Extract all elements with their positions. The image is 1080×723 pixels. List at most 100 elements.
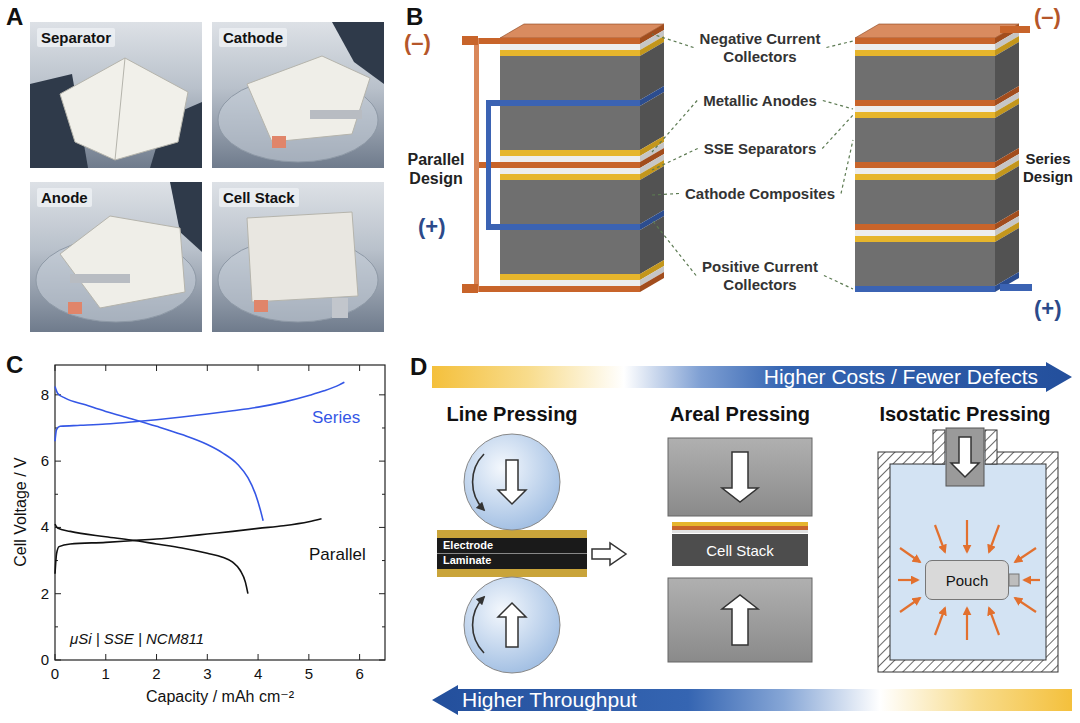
cell-stack-illustration	[500, 162, 640, 168]
cell-stack-illustration	[855, 44, 995, 50]
leader-line	[652, 220, 696, 276]
chart	[379, 593, 385, 594]
photo	[212, 182, 384, 332]
chart	[379, 394, 385, 395]
current-collector-tabs	[462, 284, 478, 293]
chart	[55, 365, 385, 660]
pressure-arrow	[989, 525, 999, 552]
cell-stack-illustration	[500, 274, 640, 280]
chart	[379, 527, 385, 528]
data-curve	[55, 519, 322, 574]
photo	[70, 274, 130, 283]
tick-label: 3	[203, 665, 211, 683]
photo-panel: Anode	[30, 182, 202, 332]
pressure-arrow	[935, 525, 945, 552]
hollow-arrow	[722, 452, 758, 502]
pressure-arrow	[900, 598, 920, 612]
cell-stack-illustration	[500, 180, 640, 224]
cell-stack-illustration	[500, 280, 640, 286]
current-collector-tabs	[476, 286, 500, 292]
cell-stack-illustration	[855, 242, 995, 286]
series-label: Series	[312, 408, 360, 428]
cell-stack-illustration	[500, 24, 664, 38]
photo	[212, 182, 384, 332]
photo-panel: Cell Stack	[212, 182, 384, 332]
cell-stack-illustration	[500, 106, 640, 150]
chart	[55, 365, 56, 371]
pouch-box: Pouch	[925, 560, 1009, 600]
photo	[30, 182, 202, 332]
current-collector-tabs	[474, 38, 479, 292]
cell-stack-illustration	[855, 100, 995, 106]
arrow-shape	[432, 685, 1072, 715]
cell-stack-illustration	[500, 168, 640, 174]
terminal-sign: (–)	[1034, 4, 1061, 30]
chart	[156, 654, 157, 660]
leader-line	[823, 101, 853, 110]
node-label: Cathode	[219, 28, 287, 47]
tick-label: 2	[41, 585, 49, 603]
photo	[254, 300, 268, 312]
hollow-arrow	[592, 543, 626, 565]
current-collector-tabs	[1000, 26, 1030, 33]
leader-line	[652, 149, 698, 171]
terminal-sign: (+)	[418, 214, 446, 240]
chart	[382, 494, 385, 495]
current-collector-tabs	[486, 100, 491, 230]
areal-pressing-illustration	[672, 522, 808, 526]
areal-pressing-illustration	[672, 526, 808, 530]
line-pressing-illustration	[437, 569, 587, 577]
chart	[258, 654, 259, 660]
cell-stack-illustration	[855, 24, 1019, 38]
leader-line	[826, 41, 853, 48]
node-label: Pouch	[940, 572, 995, 589]
current-collector-tabs	[462, 26, 1032, 293]
isostatic-pressing-illustration	[890, 464, 1046, 660]
cell-stack-illustration	[855, 106, 995, 112]
isostatic-pressing-illustration	[933, 430, 945, 464]
roller	[464, 577, 560, 673]
tick-label: 8	[41, 386, 49, 404]
photo	[30, 182, 202, 332]
leader-line	[652, 194, 679, 196]
photo	[60, 216, 185, 308]
chart	[382, 626, 385, 627]
arrow-shape	[432, 362, 1072, 392]
panel-letter: B	[406, 2, 423, 31]
areal-pressing-illustration	[668, 438, 812, 516]
cell-stack-illustration	[855, 118, 995, 162]
pressure-arrow	[1024, 579, 1040, 581]
node-label: Anode	[37, 188, 92, 207]
node-label: Electrode Laminate	[437, 538, 515, 568]
pressure-arrow	[966, 520, 968, 552]
panel-letter: D	[410, 352, 427, 381]
tick-label: 0	[41, 651, 49, 669]
data-curve	[55, 387, 263, 521]
chart	[207, 654, 208, 660]
areal-pressing-illustration	[668, 578, 812, 662]
part-label: Negative Current Collectors	[685, 30, 835, 66]
photo	[212, 22, 384, 168]
current-collector-tabs	[462, 36, 478, 45]
part-label: Positive Current Collectors	[685, 258, 835, 294]
leader-lines	[652, 34, 853, 289]
tick-label: 1	[102, 665, 110, 683]
cell-stack-illustration	[500, 56, 640, 100]
cell-stack-illustration	[500, 24, 664, 292]
chart	[359, 654, 360, 660]
cell-stack-illustration	[855, 162, 995, 168]
isostatic-pressing-illustration	[878, 428, 1058, 672]
gradient-arrow: Higher Costs / Fewer Defects	[432, 362, 1072, 392]
cell-stack-illustration	[500, 224, 640, 230]
current-collector-tabs	[476, 38, 500, 44]
section-heading: Isostatic Pressing	[879, 402, 1050, 426]
cell-stack-illustration	[855, 180, 995, 224]
tick-label: 4	[41, 518, 49, 536]
isostatic-pressing-illustration	[1009, 574, 1019, 586]
tick-label: 2	[152, 665, 160, 683]
tick-label: 6	[355, 665, 363, 683]
line-pressing-illustration	[437, 434, 626, 673]
tick-label: 5	[305, 665, 313, 683]
